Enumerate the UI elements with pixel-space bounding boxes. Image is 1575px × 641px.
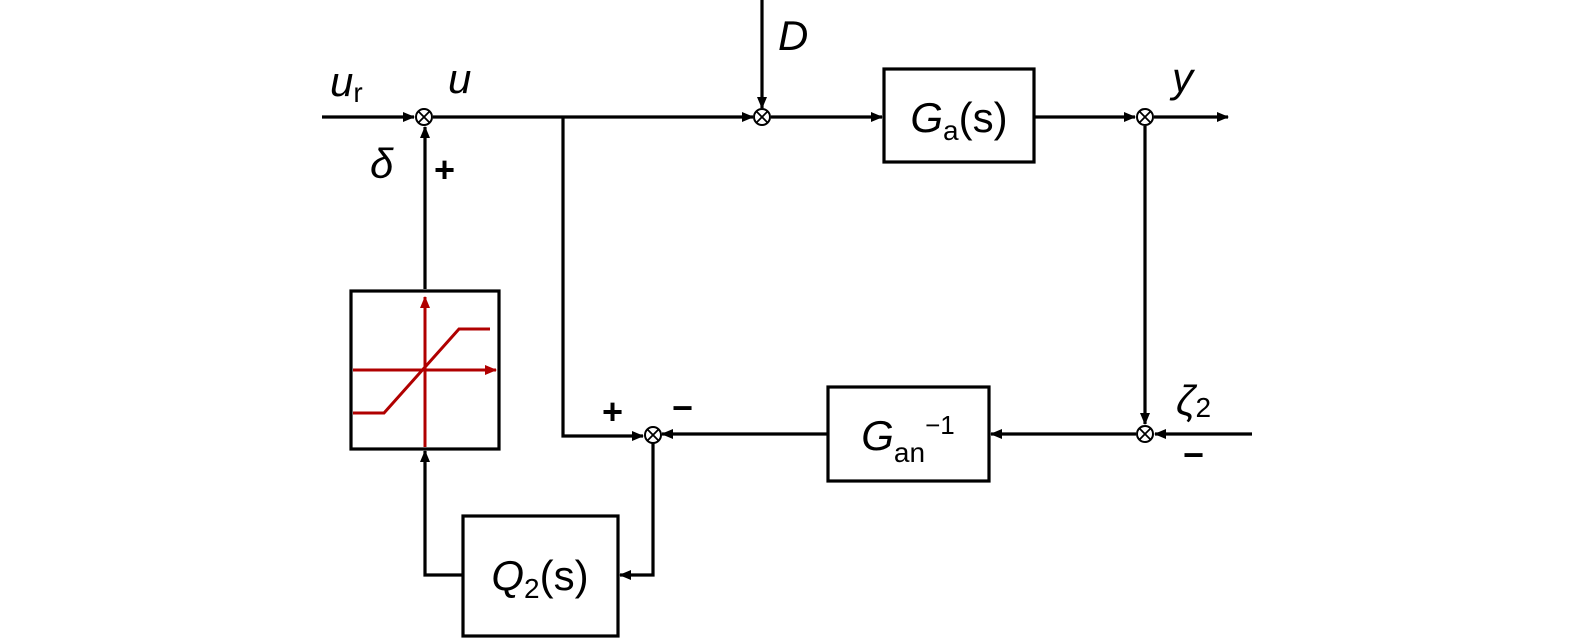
wire-filter-to-saturation	[420, 450, 462, 577]
saturation-icon	[353, 296, 497, 447]
sign-error-minus: −	[672, 387, 693, 428]
wire-to-filter	[619, 443, 655, 580]
sign-noise-minus: −	[1183, 434, 1204, 475]
signal-label-u: u	[448, 55, 471, 102]
saturation-block	[349, 289, 501, 451]
sign-error-plus: +	[602, 391, 623, 432]
summing-junction-noise	[1136, 425, 1154, 443]
summing-junction-error	[644, 426, 662, 444]
signal-label-ur: ur	[330, 58, 363, 108]
plant-block-label: Ga(s)	[910, 94, 1007, 146]
plant-block: Ga(s)	[882, 67, 1036, 164]
filter-block: Q2(s)	[461, 514, 620, 638]
inverse-model-block-label: Gan−1	[861, 410, 954, 468]
signal-label-output: y	[1169, 54, 1196, 101]
summing-junction-input	[415, 108, 433, 126]
inverse-model-block: Gan−1	[826, 385, 991, 483]
summing-junction-output	[1136, 108, 1154, 126]
signal-label-zeta2: ζ2	[1176, 377, 1211, 424]
signal-label-delta: δ	[370, 140, 394, 187]
signal-label-disturbance: D	[778, 12, 808, 59]
filter-block-label: Q2(s)	[491, 552, 588, 604]
sign-delta-plus: +	[434, 149, 455, 190]
summing-junction-disturbance	[753, 108, 771, 126]
wire-u-branch	[561, 117, 644, 441]
